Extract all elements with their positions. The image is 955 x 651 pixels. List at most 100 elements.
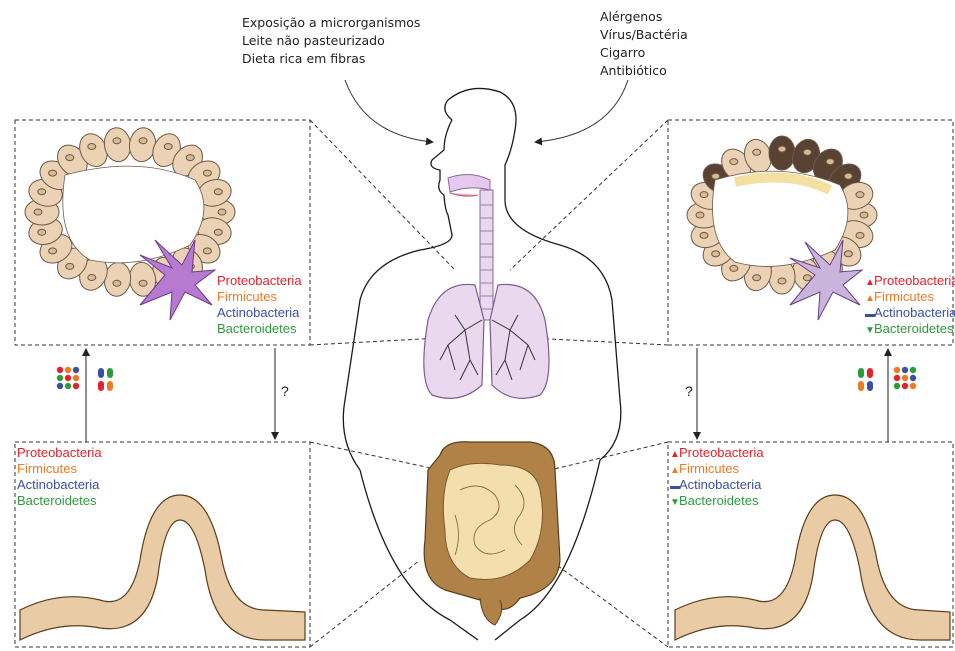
phylum-label: Proteobacteria [17, 445, 102, 461]
bacterium-icon [65, 375, 71, 381]
risk-factors-list: Alérgenos Vírus/Bactéria Cigarro Antibió… [600, 8, 688, 80]
phylum-label: Proteobacteria [679, 445, 764, 460]
cell-nucleus [803, 275, 811, 281]
bacterium-icon [98, 368, 104, 378]
bacterium-icon [73, 367, 79, 373]
phylum-label: Firmicutes [874, 289, 934, 304]
cell-nucleus [66, 263, 74, 269]
phylum-label: Bacteroidetes [217, 321, 302, 337]
factor-item: Cigarro [600, 44, 688, 62]
phylum-label: Actinobacteria [17, 477, 102, 493]
airway-diseased-ring [687, 136, 877, 294]
bacterium-icon [894, 383, 900, 389]
cell-nucleus [214, 189, 222, 195]
bacterium-icon [910, 375, 916, 381]
bacterium-icon [57, 375, 63, 381]
cell-nucleus [844, 251, 852, 257]
phyla-legend-airway-diseased: ▲Proteobacteria ▲Firmicutes ▬Actinobacte… [865, 273, 955, 337]
bacterium-icon [65, 367, 71, 373]
cell-nucleus [803, 149, 811, 155]
bacterium-icon [902, 383, 908, 389]
phylum-label: Proteobacteria [217, 273, 302, 289]
question-mark-right: ? [685, 383, 693, 399]
phyla-legend-gut-diseased: ▲Proteobacteria ▲Firmicutes ▬Actinobacte… [670, 445, 764, 509]
phylum-label: Bacteroidetes [874, 321, 954, 336]
cell-nucleus [700, 192, 708, 198]
bacterium-icon [910, 367, 916, 373]
phylum-label: Bacteroidetes [679, 493, 759, 508]
arrow-right-factors [536, 80, 628, 142]
cell-nucleus [186, 155, 194, 161]
cell-nucleus [778, 146, 786, 152]
protective-factors-list: Exposição a microrganismos Leite não pas… [242, 14, 420, 68]
phylum-label: Actinobacteria [874, 305, 955, 320]
bacterium-icon [858, 381, 864, 391]
phylum-label: Actinobacteria [217, 305, 302, 321]
cell-nucleus [860, 212, 868, 218]
cell-nucleus [856, 192, 864, 198]
phylum-label: Firmicutes [17, 461, 102, 477]
cell-nucleus [49, 170, 57, 176]
arrow-left-factors [345, 80, 432, 142]
bacterium-icon [57, 367, 63, 373]
bacterium-icon [867, 368, 873, 378]
cell-nucleus [34, 209, 42, 215]
cell-nucleus [753, 275, 761, 281]
question-mark-left: ? [281, 383, 289, 399]
cell-nucleus [844, 173, 852, 179]
bacterium-icon [107, 368, 113, 378]
cell-nucleus [700, 232, 708, 238]
cell-nucleus [730, 265, 738, 271]
bacterium-icon [73, 375, 79, 381]
phylum-label: Proteobacteria [874, 273, 955, 288]
bacterium-icon [65, 383, 71, 389]
factor-item: Antibiótico [600, 62, 688, 80]
factor-item: Alérgenos [600, 8, 688, 26]
cell-nucleus [753, 149, 761, 155]
cell-nucleus [113, 280, 121, 286]
decrease-icon: ▼ [670, 495, 679, 511]
phylum-label: Firmicutes [679, 461, 739, 476]
bacterium-icon [894, 375, 900, 381]
bacterium-icon [107, 381, 113, 391]
cell-nucleus [38, 189, 46, 195]
bacterium-icon [57, 383, 63, 389]
cell-nucleus [203, 248, 211, 254]
cell-nucleus [139, 138, 147, 144]
phyla-legend-airway-healthy: Proteobacteria Firmicutes Actinobacteria… [217, 273, 302, 337]
phylum-label: Firmicutes [217, 289, 302, 305]
cell-nucleus [38, 229, 46, 235]
cell-nucleus [66, 155, 74, 161]
cell-nucleus [778, 278, 786, 284]
bacterium-icon [894, 367, 900, 373]
epithelial-cell [769, 136, 795, 170]
phylum-label: Bacteroidetes [17, 493, 102, 509]
bacterium-icon [910, 383, 916, 389]
cell-nucleus [826, 159, 834, 165]
factor-item: Dieta rica em fibras [242, 50, 420, 68]
intestines [424, 442, 560, 625]
cell-nucleus [218, 209, 226, 215]
cell-nucleus [113, 138, 121, 144]
bacterium-icon [902, 367, 908, 373]
cell-nucleus [712, 251, 720, 257]
cell-nucleus [139, 280, 147, 286]
cell-nucleus [214, 229, 222, 235]
bacterium-icon [858, 368, 864, 378]
decrease-icon: ▼ [865, 323, 874, 339]
factor-item: Vírus/Bactéria [600, 26, 688, 44]
nasal-airway [448, 174, 490, 192]
factor-item: Leite não pasteurizado [242, 32, 420, 50]
cell-nucleus [730, 159, 738, 165]
bacterium-icon [867, 381, 873, 391]
bacterium-icon [98, 381, 104, 391]
cell-nucleus [88, 274, 96, 280]
gut-villus-right [675, 495, 950, 640]
cell-nucleus [203, 170, 211, 176]
gut-villus-left [20, 495, 305, 640]
bacterium-icon [73, 383, 79, 389]
cell-nucleus [49, 248, 57, 254]
trachea [480, 190, 493, 320]
cell-nucleus [88, 144, 96, 150]
